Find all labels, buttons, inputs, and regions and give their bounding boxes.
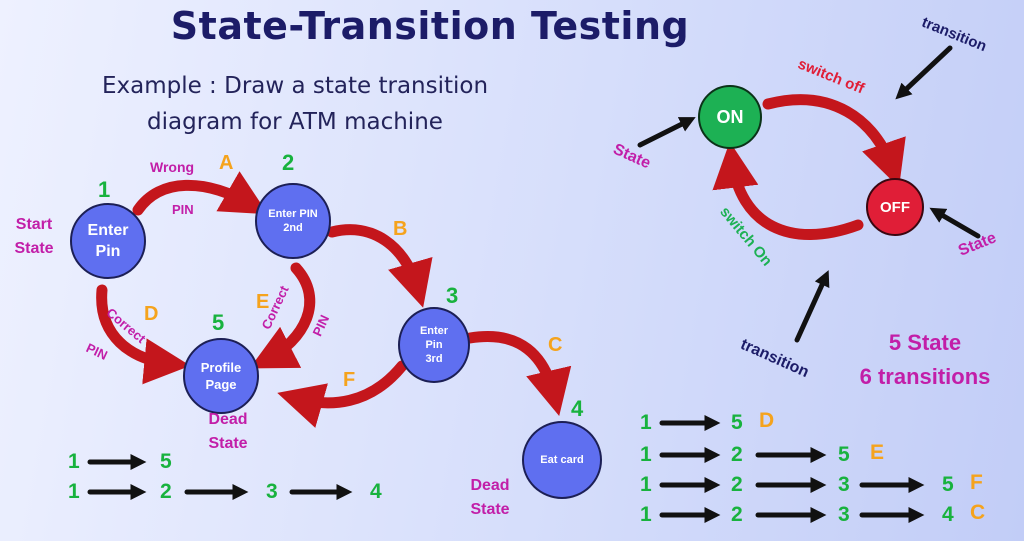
- left-seq-2-num-1: 1: [68, 480, 80, 503]
- right-seq-1-num-2: 5: [731, 411, 743, 434]
- dead-state-5-line-1: Dead: [208, 411, 248, 428]
- start-state-line-2: State: [14, 240, 54, 257]
- state-3-label-2: Pin: [425, 339, 443, 351]
- summary-text: 5 State 6 transitions: [820, 326, 1024, 394]
- left-seq-1-num-2: 5: [160, 450, 172, 473]
- transition-a-text-wrong: Wrong: [150, 159, 195, 175]
- transition-arrow-b: [326, 224, 433, 308]
- state-3-label-1: Enter: [419, 325, 449, 337]
- transition-pointer-top: [895, 45, 953, 100]
- transition-letter-b: B: [393, 218, 408, 240]
- summary-line-1: 5 State: [888, 330, 962, 355]
- state-pointer-on: [637, 117, 696, 148]
- transition-letter-f: F: [343, 369, 356, 391]
- transition-letter-d: D: [144, 303, 159, 325]
- transition-arrow-d: [96, 284, 191, 385]
- right-seq-2-num-3: 5: [838, 443, 850, 466]
- right-seq-4-num-3: 3: [838, 503, 850, 526]
- transition-a-text-pin: PIN: [172, 202, 194, 217]
- start-state-line-1: Start: [15, 216, 53, 233]
- switch-on-arrow: [712, 141, 864, 240]
- state-4-label-1: Eat card: [540, 454, 584, 466]
- right-seq-1-letter: D: [759, 409, 775, 432]
- right-seq-4-letter: C: [970, 501, 986, 524]
- on-state-node: ON: [698, 85, 762, 149]
- right-seq-2-num-1: 1: [640, 443, 652, 466]
- summary-line-2: 6 transitions: [859, 364, 991, 389]
- transition-arrow-c: [464, 331, 572, 416]
- state-4-node: Eat card: [522, 421, 602, 499]
- left-seq-2-num-2: 2: [160, 480, 172, 503]
- off-state-node: OFF: [866, 178, 924, 236]
- state-1-number: 1: [98, 177, 111, 202]
- state-1-label-1: Enter: [87, 222, 129, 239]
- state-5-label-1: Profile: [200, 360, 242, 375]
- right-seq-3-letter: F: [970, 471, 983, 494]
- example-text: Example : Draw a state transition diagra…: [60, 68, 530, 140]
- right-seq-2-num-2: 2: [731, 443, 743, 466]
- state-3-number: 3: [446, 283, 459, 308]
- example-line-1: Example : Draw a state transition: [101, 73, 489, 99]
- left-seq-1-num-1: 1: [68, 450, 80, 473]
- switch-off-arrow: [762, 94, 906, 188]
- state-4-number: 4: [571, 396, 584, 421]
- state-5-number: 5: [212, 310, 225, 335]
- right-seq-4-num-4: 4: [942, 503, 954, 526]
- transition-letter-e: E: [256, 291, 270, 313]
- right-seq-3-num-2: 2: [731, 473, 743, 496]
- transition-letter-c: C: [548, 334, 563, 356]
- example-line-2: diagram for ATM machine: [147, 109, 443, 135]
- dead-state-5-label: Dead State: [198, 408, 258, 456]
- state-5-label-2: Page: [205, 377, 237, 392]
- state-pointer-off: [929, 207, 981, 239]
- transition-arrow-e: [249, 262, 316, 369]
- right-seq-3-num-3: 3: [838, 473, 850, 496]
- left-seq-2-num-3: 3: [266, 480, 278, 503]
- right-seq-4-num-1: 1: [640, 503, 652, 526]
- start-state-label: Start State: [8, 213, 60, 261]
- state-2-label-2: 2nd: [283, 222, 303, 234]
- dead-state-4-label: Dead State: [460, 474, 520, 522]
- state-3-label-3: 3rd: [425, 353, 443, 365]
- transition-arrow-a: [132, 171, 269, 216]
- state-2-number: 2: [282, 150, 295, 175]
- state-1-label-2: Pin: [95, 243, 121, 260]
- state-2-node: Enter PIN 2nd: [255, 183, 331, 259]
- dead-state-5-line-2: State: [208, 435, 248, 452]
- left-seq-2-num-4: 4: [370, 480, 382, 503]
- right-seq-4-num-2: 2: [731, 503, 743, 526]
- right-seq-2-letter: E: [870, 441, 885, 464]
- right-seq-3-num-4: 5: [942, 473, 954, 496]
- transition-letter-a: A: [219, 152, 234, 174]
- transition-pointer-bottom: [794, 270, 830, 343]
- state-2-label-1: Enter PIN: [268, 208, 318, 220]
- right-seq-1-num-1: 1: [640, 411, 652, 434]
- dead-state-4-line-1: Dead: [470, 477, 510, 494]
- transition-arrow-f: [277, 360, 408, 428]
- page-title: State-Transition Testing: [170, 4, 690, 48]
- dead-state-4-line-2: State: [470, 501, 510, 518]
- right-seq-3-num-1: 1: [640, 473, 652, 496]
